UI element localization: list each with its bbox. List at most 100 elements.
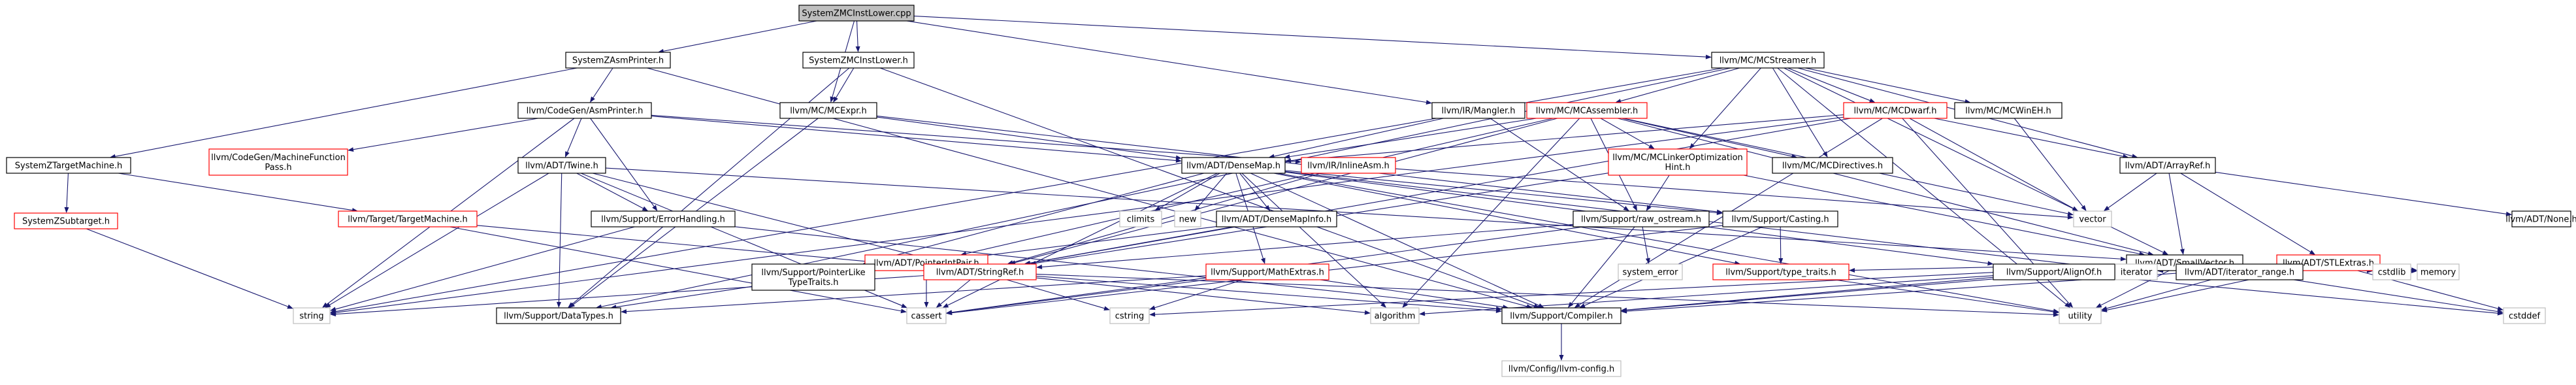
node-instlower_h[interactable]: SystemZMCInstLower.h <box>802 52 915 69</box>
edge-stringref-to-algorithm <box>1035 277 1371 315</box>
edge-inlineasm-to-vector <box>1395 168 2074 220</box>
edge-densemap-to-densemapinfo <box>1239 173 1271 211</box>
node-targetmachine_h[interactable]: SystemZTargetMachine.h <box>6 157 131 174</box>
edge-codegen_asmprinter-to-twine <box>565 118 582 158</box>
edge-mcdwarf-to-vector <box>1909 118 2079 211</box>
node-label: llvm/IR/Mangler.h <box>1441 107 1515 116</box>
node-label: llvm/CodeGen/MachineFunction <box>211 153 346 163</box>
edge-mcexpr-to-casting <box>876 115 1723 214</box>
edge-mcstreamer-to-mcdwarf <box>1787 67 1876 103</box>
edge-densemap-to-cassert <box>942 173 1218 308</box>
edge-mcassembler-to-linkeropt <box>1600 118 1655 149</box>
edge-twine-to-smallvector <box>605 167 2127 261</box>
node-label: llvm/Support/Casting.h <box>1731 215 1829 225</box>
node-arrayref[interactable]: llvm/ADT/ArrayRef.h <box>2119 157 2216 174</box>
node-label: llvm/Support/Compiler.h <box>1510 312 1612 322</box>
node-mcdwarf[interactable]: llvm/MC/MCDwarf.h <box>1843 102 1948 119</box>
node-label: llvm/ADT/iterator_range.h <box>2185 268 2294 278</box>
node-label: llvm/MC/MCStreamer.h <box>1720 56 1816 66</box>
edge-raw_ostream-to-stringref <box>1036 224 1574 269</box>
node-root[interactable]: SystemZMCInstLower.cpp <box>798 5 915 22</box>
node-errorhandling[interactable]: llvm/Support/ErrorHandling.h <box>591 210 736 227</box>
edge-stringref-to-cassert <box>936 279 971 308</box>
node-target_targetmachine[interactable]: llvm/Target/TargetMachine.h <box>338 210 478 227</box>
edge-arrayref-to-none <box>2215 171 2512 216</box>
edge-densemap-to-algorithm <box>1241 173 1387 308</box>
node-iterator: iterator <box>2115 263 2158 280</box>
edge-densemap-to-compiler <box>1250 173 1544 308</box>
node-label: llvm/CodeGen/AsmPrinter.h <box>527 107 644 116</box>
node-label: llvm/Support/AlignOf.h <box>2006 268 2102 278</box>
edge-densemap-to-utility <box>1277 173 2059 314</box>
edge-twine-to-datatypes <box>556 173 562 308</box>
edge-raw_ostream-to-compiler <box>1567 226 1635 308</box>
edge-mcdwarf-to-arrayref <box>1934 118 2129 159</box>
node-mcdirectives[interactable]: llvm/MC/MCDirectives.h <box>1772 157 1893 174</box>
node-label: cstddef <box>2509 312 2541 322</box>
node-asmprinter_h[interactable]: SystemZAsmPrinter.h <box>565 52 671 69</box>
edge-mcstreamer-to-mcwinEH <box>1805 67 1971 104</box>
edge-targetmachine_h-to-subtarget_h <box>64 173 69 213</box>
edge-twine-to-string <box>324 173 549 308</box>
node-system_error: system_error <box>1618 263 1683 280</box>
node-mcassembler[interactable]: llvm/MC/MCAssembler.h <box>1526 102 1648 119</box>
node-codegen_asmprinter[interactable]: llvm/CodeGen/AsmPrinter.h <box>517 102 652 119</box>
edge-linkeropt-to-raw_ostream <box>1646 175 1670 211</box>
node-label: vector <box>2079 215 2106 225</box>
node-climits: climits <box>1119 210 1162 227</box>
edge-casting-to-type_traits <box>1778 226 1784 264</box>
node-mcwinEH[interactable]: llvm/MC/MCWinEH.h <box>1954 102 2062 119</box>
node-datatypes[interactable]: llvm/Support/DataTypes.h <box>496 307 621 324</box>
edge-mcdwarf-to-densemap <box>1285 114 1844 163</box>
node-iterator_range[interactable]: llvm/ADT/iterator_range.h <box>2176 263 2304 280</box>
node-mangler[interactable]: llvm/IR/Mangler.h <box>1431 102 1525 119</box>
node-mcstreamer[interactable]: llvm/MC/MCStreamer.h <box>1711 52 1825 69</box>
node-memory: memory <box>2417 263 2460 280</box>
node-cassert: cassert <box>906 307 947 324</box>
node-mathextras[interactable]: llvm/Support/MathExtras.h <box>1205 263 1329 280</box>
node-label: SystemZSubtarget.h <box>22 217 110 227</box>
node-densemapinfo[interactable]: llvm/ADT/DenseMapInfo.h <box>1216 210 1337 227</box>
node-label: llvm/Config/llvm-config.h <box>1508 365 1614 375</box>
node-label: new <box>1179 215 1197 225</box>
node-inlineasm[interactable]: llvm/IR/InlineAsm.h <box>1301 157 1396 174</box>
edge-targetmachine_h-to-target_targetmachine <box>118 173 359 213</box>
node-label: SystemZAsmPrinter.h <box>572 56 664 66</box>
node-label: llvm/MC/MCDwarf.h <box>1854 107 1937 116</box>
node-type_traits[interactable]: llvm/Support/type_traits.h <box>1712 263 1850 280</box>
node-stringref[interactable]: llvm/ADT/StringRef.h <box>923 263 1037 280</box>
node-casting[interactable]: llvm/Support/Casting.h <box>1722 210 1838 227</box>
edge-mathextras-to-datatypes <box>621 275 1207 314</box>
graph-edges <box>64 15 2512 361</box>
node-compiler[interactable]: llvm/Support/Compiler.h <box>1501 307 1622 324</box>
node-label: llvm/Support/type_traits.h <box>1725 268 1836 278</box>
edge-alignof-to-compiler <box>1621 276 1994 312</box>
node-densemap[interactable]: llvm/ADT/DenseMap.h <box>1181 157 1286 174</box>
node-utility: utility <box>2059 307 2102 324</box>
node-twine[interactable]: llvm/ADT/Twine.h <box>517 157 606 174</box>
node-label: algorithm <box>1375 312 1416 322</box>
edge-mathextras-to-cassert <box>946 279 1207 315</box>
edge-alignof-to-cstddef <box>2114 277 2503 316</box>
edge-raw_ostream-to-system_error <box>1642 226 1650 264</box>
node-subtarget_h[interactable]: SystemZSubtarget.h <box>14 212 118 229</box>
edge-compiler-to-llvm_config <box>1559 324 1564 361</box>
node-none[interactable]: llvm/ADT/None.h <box>2505 210 2576 227</box>
node-vector: vector <box>2073 210 2112 227</box>
node-mcexpr[interactable]: llvm/MC/MCExpr.h <box>779 102 877 119</box>
node-label: system_error <box>1623 268 1679 278</box>
edge-arrayref-to-stlextras <box>2180 173 2316 255</box>
node-label: llvm/Support/MathExtras.h <box>1211 268 1324 278</box>
edge-stringref-to-cstring <box>1006 279 1110 311</box>
node-algorithm: algorithm <box>1370 307 1420 324</box>
edge-target_targetmachine-to-cassert <box>449 226 907 314</box>
node-alignof[interactable]: llvm/Support/AlignOf.h <box>1993 263 2115 280</box>
node-label: llvm/MC/MCWinEH.h <box>1965 107 2051 116</box>
node-raw_ostream[interactable]: llvm/Support/raw_ostream.h <box>1573 210 1710 227</box>
edge-iterator_range-to-utility <box>2101 279 2211 311</box>
edge-stringref-to-compiler <box>1035 275 1502 313</box>
